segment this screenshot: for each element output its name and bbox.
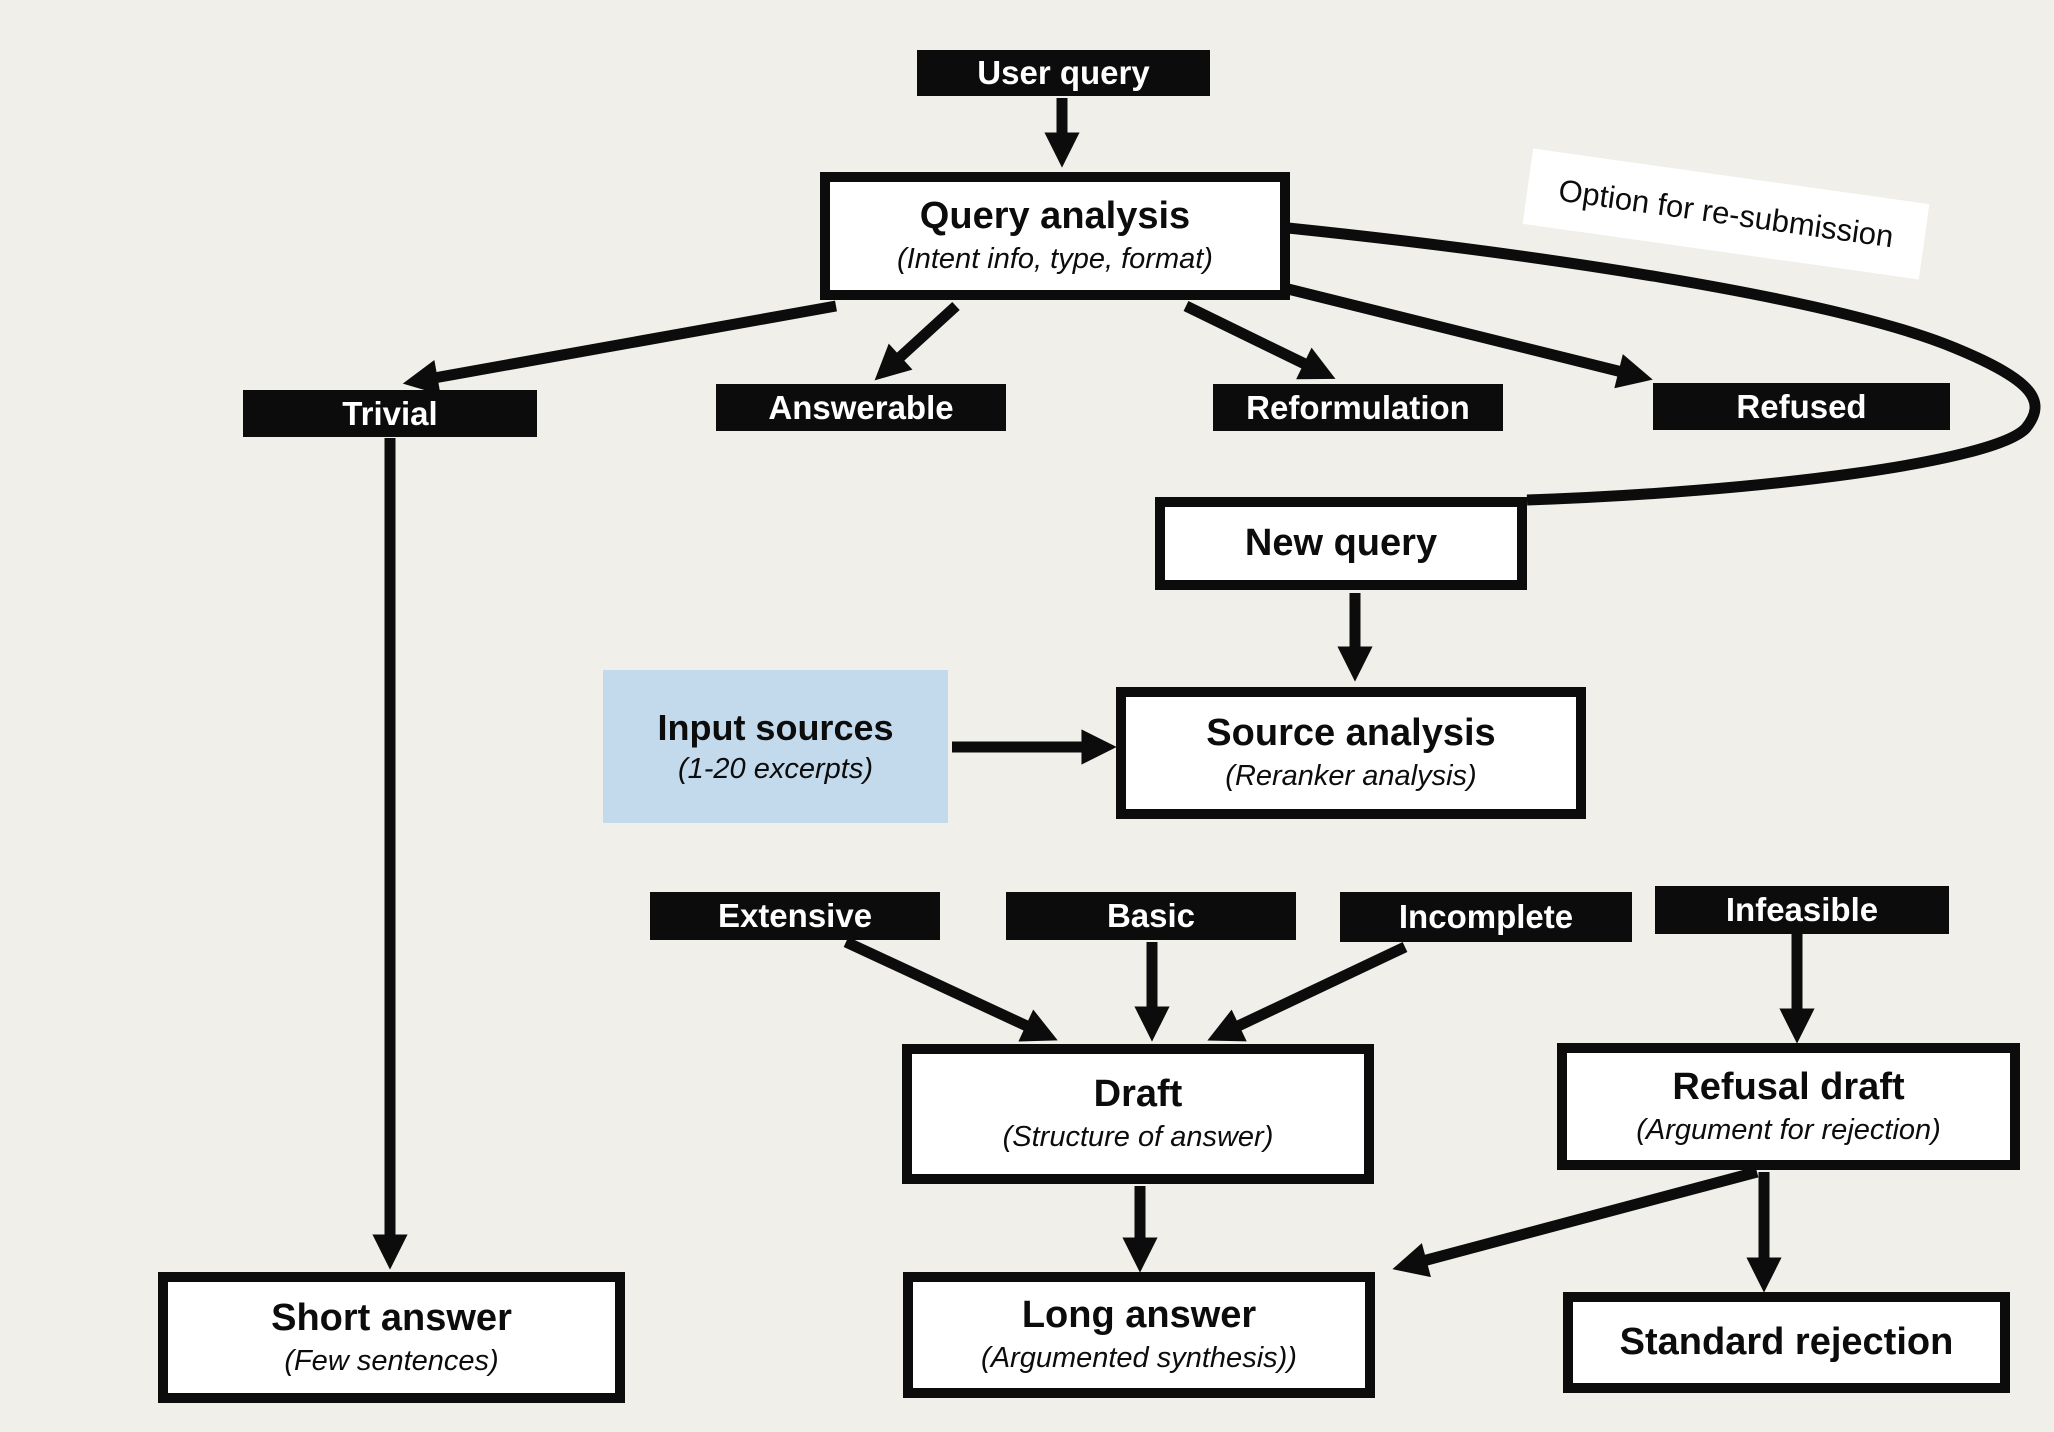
node-short-answer-subtitle: (Few sentences)	[284, 1344, 499, 1377]
node-short-answer-title: Short answer	[271, 1296, 512, 1339]
node-draft-subtitle: (Structure of answer)	[1002, 1121, 1274, 1154]
arrow-query-analysis-to-trivial	[402, 300, 837, 395]
node-answerable-label: Answerable	[768, 388, 954, 426]
node-reformulation-label: Reformulation	[1246, 388, 1470, 426]
curve-resubmission-loop-to-new-query	[1287, 222, 2041, 506]
node-input-sources-subtitle: (1-20 excerpts)	[677, 752, 873, 785]
node-refusal-draft-title: Refusal draft	[1672, 1065, 1905, 1108]
node-refused: Refused	[1653, 383, 1950, 430]
node-short-answer: Short answer (Few sentences)	[158, 1272, 625, 1403]
node-user-query-label: User query	[977, 54, 1150, 92]
node-query-analysis-subtitle: (Intent info, type, format)	[897, 243, 1213, 276]
node-answerable: Answerable	[716, 384, 1006, 431]
node-standard-rejection: Standard rejection	[1563, 1292, 2010, 1393]
arrow-query-analysis-to-answerable	[874, 301, 960, 381]
node-refusal-draft: Refusal draft (Argument for rejection)	[1557, 1043, 2020, 1170]
node-input-sources: Input sources (1-20 excerpts)	[603, 670, 948, 823]
arrow-query-analysis-to-reformulation	[1183, 301, 1336, 380]
node-new-query-title: New query	[1244, 521, 1438, 564]
node-refused-label: Refused	[1736, 387, 1867, 425]
node-extensive-label: Extensive	[717, 897, 873, 935]
node-query-analysis: Query analysis (Intent info, type, forma…	[820, 172, 1290, 300]
node-incomplete-label: Incomplete	[1398, 898, 1574, 936]
arrow-incomplete-to-draft	[1207, 942, 1408, 1042]
node-trivial-label: Trivial	[342, 394, 438, 432]
node-basic-label: Basic	[1106, 897, 1196, 935]
node-infeasible: Infeasible	[1655, 886, 1949, 934]
node-long-answer-subtitle: (Argumented synthesis))	[981, 1342, 1297, 1375]
node-query-analysis-title: Query analysis	[919, 195, 1191, 238]
node-trivial: Trivial	[243, 390, 537, 437]
node-incomplete: Incomplete	[1340, 892, 1632, 942]
node-refusal-draft-subtitle: (Argument for rejection)	[1636, 1113, 1941, 1146]
node-long-answer: Long answer (Argumented synthesis))	[903, 1272, 1375, 1398]
node-infeasible-label: Infeasible	[1725, 891, 1879, 929]
node-standard-rejection-title: Standard rejection	[1619, 1320, 1954, 1363]
node-source-analysis-title: Source analysis	[1206, 712, 1496, 755]
node-long-answer-title: Long answer	[1021, 1294, 1257, 1337]
node-input-sources-title: Input sources	[657, 707, 894, 749]
arrow-query-analysis-to-refused	[1278, 281, 1653, 389]
node-new-query: New query	[1155, 497, 1527, 590]
node-draft: Draft (Structure of answer)	[902, 1044, 1374, 1184]
node-basic: Basic	[1006, 892, 1296, 940]
node-extensive: Extensive	[650, 892, 940, 940]
arrow-extensive-to-draft	[843, 937, 1058, 1042]
node-source-analysis-subtitle: (Reranker analysis)	[1225, 760, 1477, 793]
arrow-refusal-draft-to-long-answer	[1392, 1166, 1759, 1278]
node-draft-title: Draft	[1093, 1073, 1183, 1116]
node-user-query: User query	[917, 50, 1210, 96]
node-reformulation: Reformulation	[1213, 384, 1503, 431]
node-source-analysis: Source analysis (Reranker analysis)	[1116, 687, 1586, 819]
